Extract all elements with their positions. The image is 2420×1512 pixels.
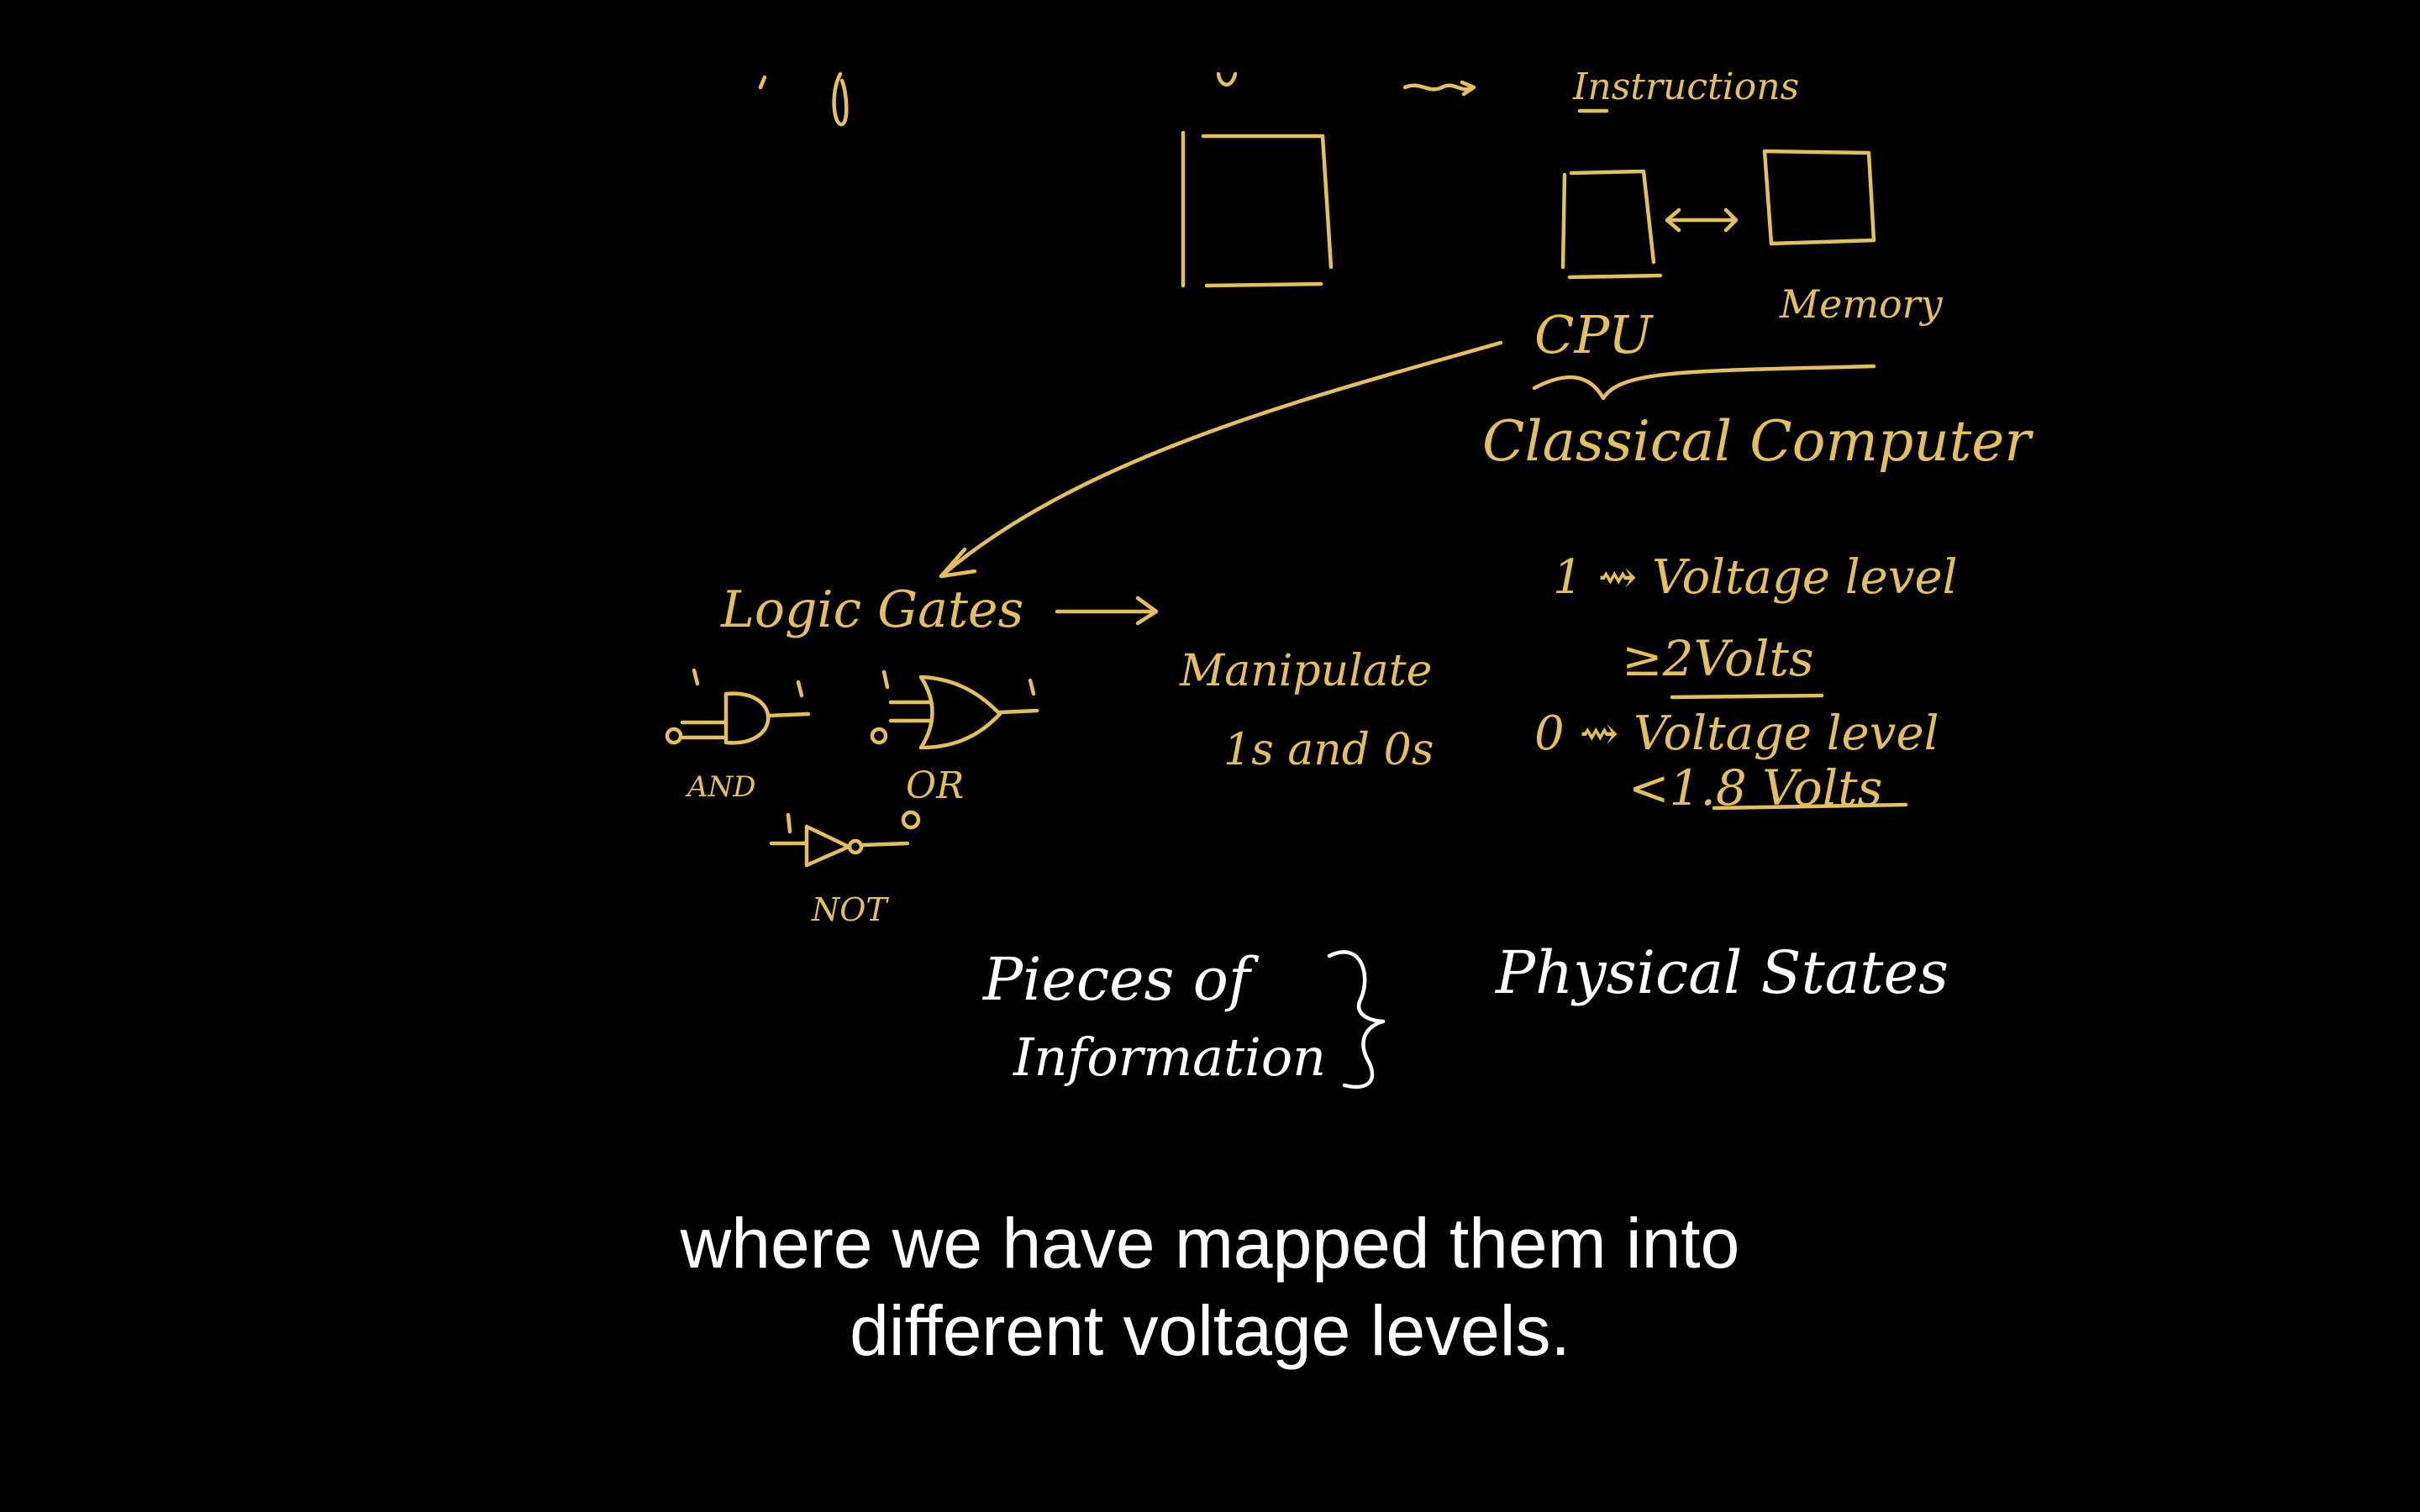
classical-computer-label: Classical Computer [1482,409,2033,474]
instructions-label: Instructions [1572,66,1799,108]
cpu-to-gates-arrow [939,340,1503,579]
manipulate-label-2: 1s and 0s [1223,725,1434,775]
subtitle-line-1: where we have mapped them into [680,1204,1740,1283]
memory-box [1762,149,1876,246]
pieces-of-label: Pieces of [981,945,1260,1014]
not-gate [769,810,921,868]
logic-gates-label: Logic Gates [720,580,1023,639]
or-gate [870,669,1039,750]
subtitle-caption: where we have mapped them into different… [0,1200,2420,1374]
large-box [1181,130,1334,288]
information-label: Information [1013,1026,1326,1088]
memory-label: Memory [1779,281,1944,327]
and-gate [665,668,811,745]
right-brace [1327,950,1386,1089]
voltage-zero-label: 0 ⇝ Voltage level [1534,706,1939,761]
and-label: AND [685,770,756,804]
voltage-one-threshold: ≥2Volts [1622,630,1814,687]
manipulate-label-1: Manipulate [1179,646,1432,696]
subtitle-line-2: different voltage levels. [850,1291,1570,1370]
cpu-memory-arrow [1665,207,1739,233]
or-label: OR [906,764,964,807]
cpu-box [1560,169,1663,280]
classical-brace [1532,364,1876,401]
cpu-label: CPU [1534,304,1654,365]
voltage-zero-underline [1712,802,1908,811]
voltage-one-underline [1670,693,1824,700]
not-label: NOT [811,891,889,928]
top-partial-strokes [758,71,1476,127]
voltage-one-label: 1 ⇝ Voltage level [1553,550,1958,605]
physical-states-label: Physical States [1494,938,1949,1007]
gates-to-manipulate-arrow [1055,596,1159,626]
